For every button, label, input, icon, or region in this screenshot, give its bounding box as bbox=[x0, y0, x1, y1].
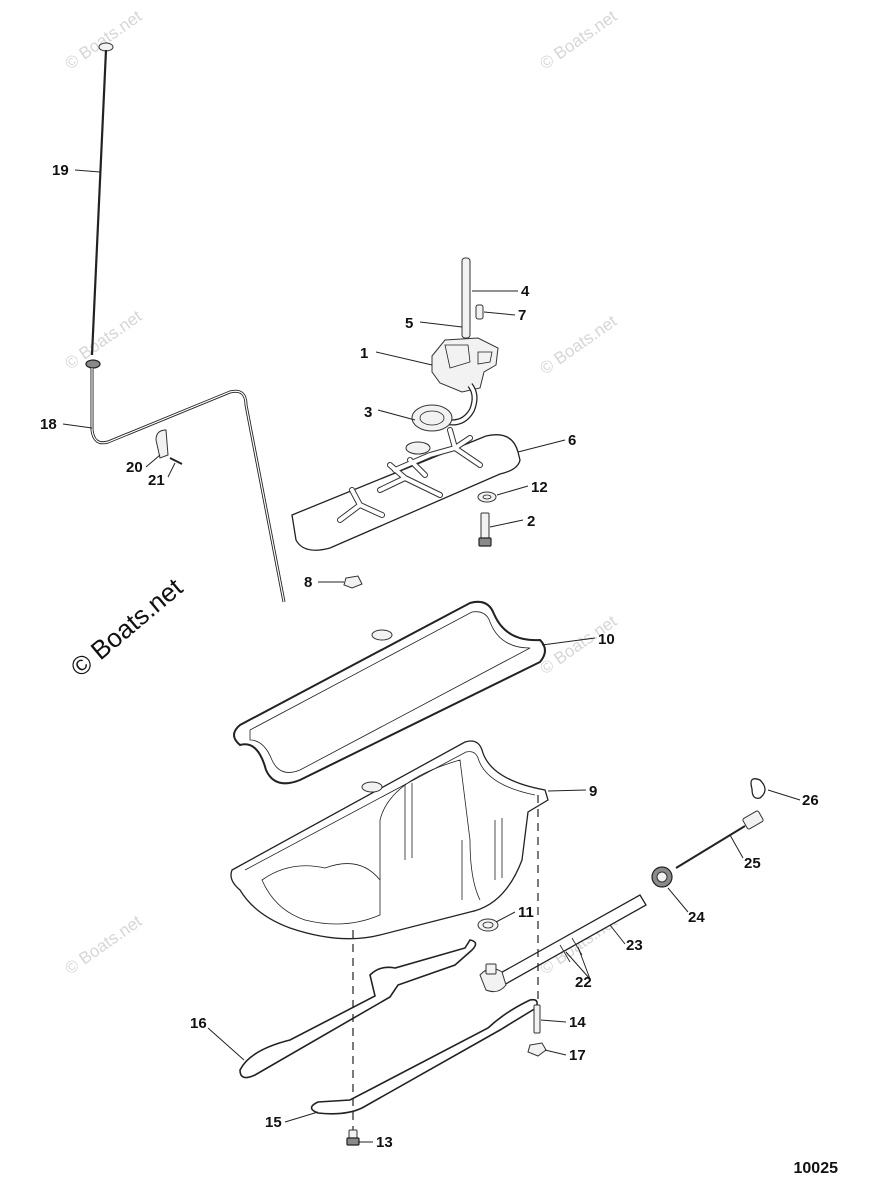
callout-16: 16 bbox=[190, 1015, 207, 1032]
callout-24: 24 bbox=[688, 909, 705, 926]
callout-8: 8 bbox=[304, 574, 312, 591]
callout-19: 19 bbox=[52, 162, 69, 179]
watermark-large: © Boats.net bbox=[65, 572, 189, 683]
callout-2: 2 bbox=[527, 513, 535, 530]
watermark-3: © Boats.net bbox=[61, 306, 145, 373]
oil-pump-assembly bbox=[411, 257, 499, 432]
watermark-6: © Boats.net bbox=[61, 911, 145, 978]
callout-15: 15 bbox=[265, 1114, 282, 1131]
callout-17: 17 bbox=[569, 1047, 586, 1064]
hardware-small bbox=[343, 491, 497, 589]
callout-13: 13 bbox=[376, 1134, 393, 1151]
bolt-13 bbox=[346, 1129, 360, 1146]
side-seals bbox=[239, 939, 538, 1115]
callout-5: 5 bbox=[405, 315, 413, 332]
callout-7: 7 bbox=[518, 307, 526, 324]
callout-26: 26 bbox=[802, 792, 819, 809]
callout-25: 25 bbox=[744, 855, 761, 872]
sensor-tube-assembly bbox=[479, 894, 647, 1057]
callout-11: 11 bbox=[518, 904, 534, 921]
callout-1: 1 bbox=[360, 345, 368, 362]
leaders bbox=[62, 169, 801, 1143]
callout-23: 23 bbox=[626, 937, 643, 954]
callout-3: 3 bbox=[364, 404, 372, 421]
callout-12: 12 bbox=[531, 479, 548, 496]
diagram-number: 10025 bbox=[793, 1160, 839, 1177]
alignment-lines bbox=[352, 795, 539, 1140]
clamp-and-screw bbox=[155, 429, 183, 465]
callout-4: 4 bbox=[521, 283, 530, 300]
watermark-2: © Boats.net bbox=[536, 6, 620, 73]
callout-20: 20 bbox=[126, 459, 143, 476]
callout-14: 14 bbox=[569, 1014, 586, 1031]
callouts: 1 2 3 4 5 6 7 8 9 10 11 12 13 14 15 16 1… bbox=[40, 162, 819, 1151]
oil-sensor bbox=[651, 778, 766, 888]
watermark-1: © Boats.net bbox=[61, 6, 145, 73]
callout-9: 9 bbox=[589, 783, 597, 800]
windage-tray bbox=[291, 427, 521, 551]
drain-washer bbox=[477, 918, 499, 932]
watermark-4: © Boats.net bbox=[536, 311, 620, 378]
oil-pan-gasket bbox=[233, 600, 546, 785]
oil-pan bbox=[230, 740, 549, 940]
callout-22: 22 bbox=[575, 974, 592, 991]
dipstick bbox=[85, 42, 114, 369]
callout-18: 18 bbox=[40, 416, 57, 433]
callout-21: 21 bbox=[148, 472, 165, 489]
dipstick-tube bbox=[90, 368, 286, 603]
callout-10: 10 bbox=[598, 631, 615, 648]
callout-6: 6 bbox=[568, 432, 576, 449]
